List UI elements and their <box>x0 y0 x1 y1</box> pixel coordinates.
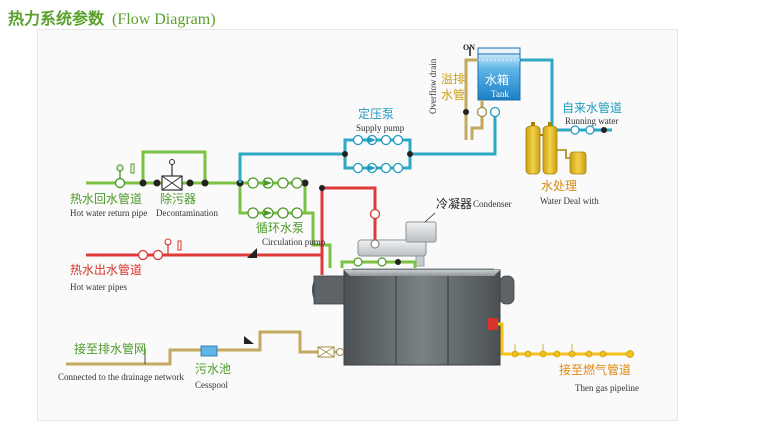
running-water-label-cn: 自来水管道 <box>562 101 623 115</box>
on-label: ON <box>463 43 475 52</box>
pressure-gauge-icon <box>114 177 126 189</box>
tank-label-en: Tank <box>491 89 509 99</box>
supply-to-tank <box>410 110 497 156</box>
title-english: (Flow Diagram) <box>112 11 216 28</box>
circulation-pumps <box>247 177 303 219</box>
overflow-label-cn-1: 溢排 <box>441 72 466 86</box>
hot-out-label-cn: 热水出水管道 <box>70 263 143 277</box>
circ-pump-label-en: Circulation pump <box>262 237 326 247</box>
condenser-label-en: Condenser <box>473 199 512 209</box>
supply-to-return <box>238 152 345 183</box>
gas-label-en: Then gas pipeline <box>575 383 639 393</box>
overflow-fittings <box>463 106 488 118</box>
boiler-return-line <box>305 211 332 268</box>
gas-fittings <box>511 344 634 358</box>
cesspool-label-en: Cesspool <box>195 380 229 390</box>
flow-arrow-icon <box>247 248 257 258</box>
page-title: 热力系统参数 (Flow Diagram) <box>8 5 216 29</box>
hot-return-label-en: Hot water return pipe <box>70 208 148 218</box>
circ-pump-upper <box>247 177 303 189</box>
water-treatment-unit <box>525 122 587 175</box>
boiler <box>312 268 515 366</box>
junction-icon <box>301 179 309 187</box>
title-chinese: 热力系统参数 <box>8 9 105 28</box>
gas-pipeline <box>498 322 634 356</box>
hot-return-label-cn: 热水回水管道 <box>70 192 143 206</box>
tank-drain-line <box>470 100 484 140</box>
running-water-line <box>520 58 612 132</box>
junction-icon <box>186 179 194 187</box>
decontam-label-cn: 除污器 <box>160 192 197 206</box>
junction-icon <box>139 179 147 187</box>
drainage-label-en: Connected to the drainage network <box>58 372 184 382</box>
water-deal-label-cn: 水处理 <box>541 179 578 193</box>
flow-arrow-icon <box>244 336 254 344</box>
return-pipe-fittings <box>114 159 309 191</box>
condenser <box>357 212 437 267</box>
water-deal-label-en: Water Deal with <box>540 196 599 206</box>
water-tank <box>469 47 521 101</box>
tank-label-cn: 水箱 <box>485 73 510 87</box>
gas-label-cn: 接至燃气管道 <box>559 363 632 377</box>
supply-pump-label-cn: 定压泵 <box>358 107 395 121</box>
drainage-pipes <box>66 330 344 366</box>
supply-pump-label-en: Supply pump <box>356 123 405 133</box>
supply-pump-fittings <box>342 106 607 174</box>
drainage-label-cn: 接至排水管网 <box>74 342 147 356</box>
overflow-label-en: Overflow drain <box>428 58 438 114</box>
circ-pump-label-cn: 循环水泵 <box>256 221 305 235</box>
hot-water-fittings <box>137 185 381 261</box>
overflow-label-cn-2: 水管 <box>441 88 466 102</box>
hot-out-label-en: Hot water pipes <box>70 282 127 292</box>
drainage-fittings <box>200 336 344 358</box>
junction-icon <box>153 179 161 187</box>
cesspool-label-cn: 污水池 <box>195 362 232 376</box>
cesspool-icon <box>200 345 218 357</box>
circ-pump-lower <box>247 207 303 219</box>
condenser-label-cn: 冷凝器 <box>436 197 473 211</box>
junction-icon <box>201 179 209 187</box>
running-water-label-en: Running water <box>565 116 619 126</box>
decontam-label-en: Decontamination <box>156 208 218 218</box>
bypass-loop <box>141 150 207 183</box>
thermometer-icon <box>130 163 135 174</box>
